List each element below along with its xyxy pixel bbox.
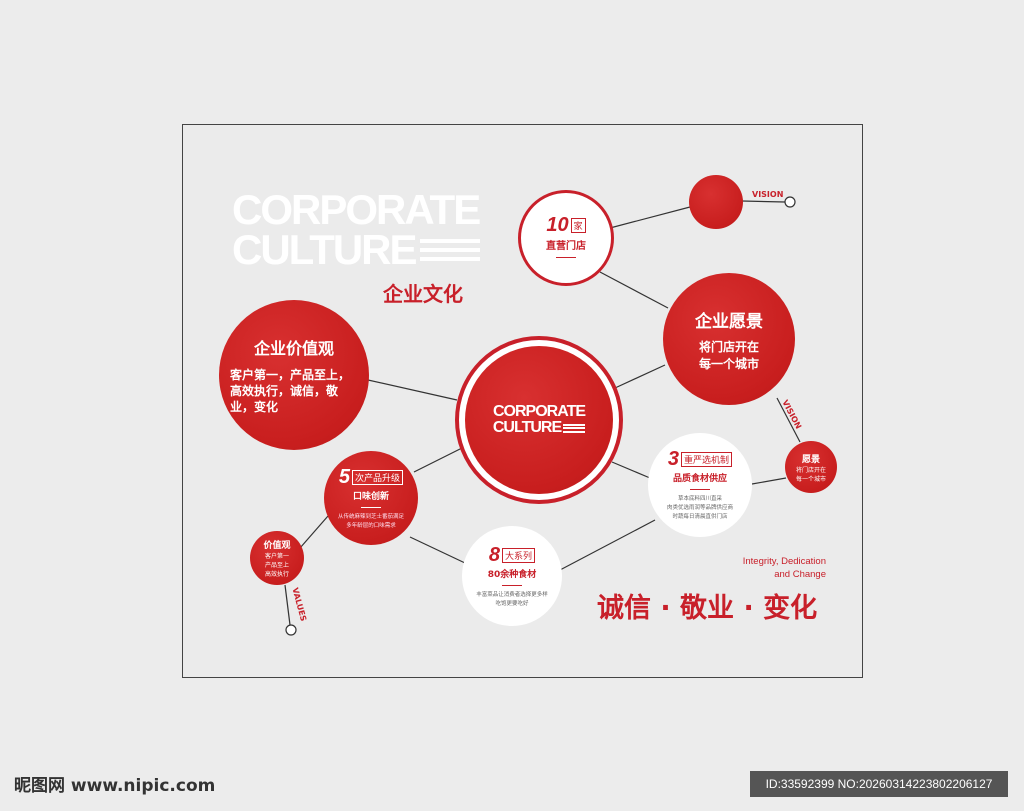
vision-label: VISION bbox=[752, 190, 784, 199]
center-circle: CORPORATE CULTURE bbox=[455, 336, 623, 504]
connector bbox=[751, 477, 787, 485]
divider bbox=[556, 256, 576, 258]
watermark-id: ID:33592399 NO:20260314223802206127 bbox=[750, 771, 1008, 797]
endpoint-circle bbox=[784, 196, 796, 208]
connector bbox=[776, 397, 801, 443]
connector bbox=[611, 461, 651, 479]
title-cn: 企业文化 bbox=[383, 282, 463, 306]
connector bbox=[367, 379, 458, 401]
vision-dot bbox=[689, 175, 743, 229]
connector bbox=[299, 515, 329, 549]
connector bbox=[609, 206, 691, 229]
watermark-left: 昵图网 www.nipic.com bbox=[14, 776, 216, 796]
connector bbox=[614, 364, 666, 389]
divider bbox=[361, 506, 381, 508]
connector bbox=[409, 536, 466, 564]
slogan-cn: 诚信 · 敬业 · 变化 bbox=[597, 593, 818, 624]
title-en: CORPORATE CULTURE bbox=[232, 186, 481, 273]
values-small-circle: 价值观 客户第一 产品至上 高效执行 bbox=[250, 531, 304, 585]
connector bbox=[559, 519, 656, 571]
connector bbox=[599, 271, 669, 309]
slogan-en: Integrity, Dedication and Change bbox=[742, 556, 826, 580]
connector bbox=[413, 447, 463, 473]
vision-big-circle: 企业愿景 将门店开在 每一个城市 bbox=[663, 273, 795, 405]
vision-small-circle: 愿景 将门店开在 每一个城市 bbox=[785, 441, 837, 493]
values-big-circle: 企业价值观 客户第一，产品至上，高效执行，诚信，敬业，变化 bbox=[219, 300, 369, 450]
divider bbox=[690, 489, 710, 490]
connector bbox=[741, 200, 786, 203]
endpoint-circle bbox=[285, 624, 297, 636]
connector bbox=[284, 584, 291, 626]
divider bbox=[502, 584, 522, 586]
